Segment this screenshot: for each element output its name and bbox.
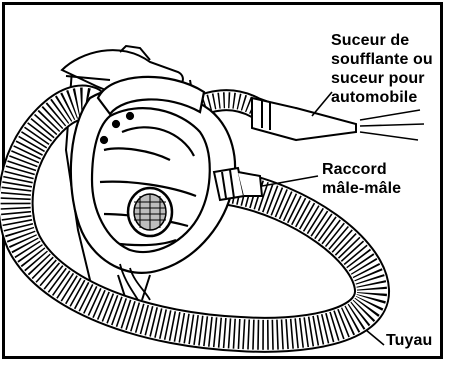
- hose-label: Tuyau: [386, 331, 432, 350]
- coupler-label: Raccord mâle-mâle: [322, 160, 401, 198]
- male-male-coupler: [214, 168, 262, 200]
- blower-nozzle-label: Suceur de soufflante ou suceur pour auto…: [331, 31, 433, 107]
- airflow-lines: [360, 110, 424, 140]
- blower-body: [71, 87, 235, 273]
- intake-grille: [128, 188, 172, 236]
